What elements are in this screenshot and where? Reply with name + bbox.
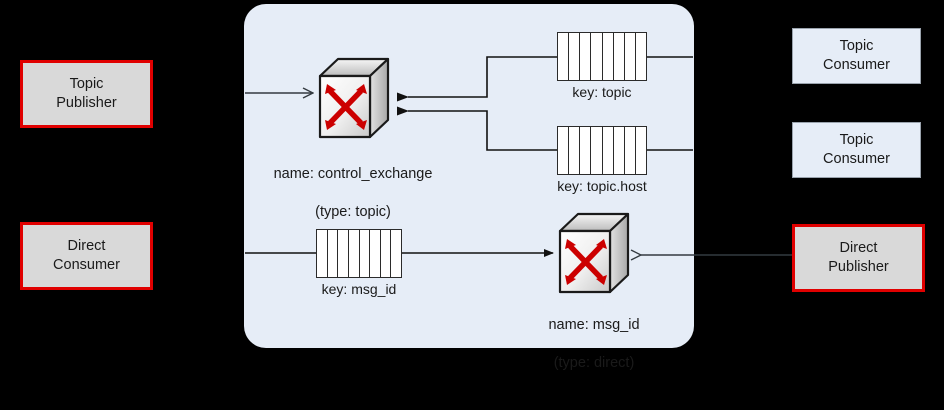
queue-cell [591,127,603,174]
exchange-control-name-label: name: control_exchange (type: topic) [250,146,456,240]
queue-cell [558,127,570,174]
queue-msg-id[interactable] [316,229,402,278]
queue-cell [349,230,360,277]
exchange-msg-id-name: name: msg_id [548,316,640,333]
queue-cell [569,127,581,174]
queue-cell [328,230,339,277]
queue-cell [580,127,592,174]
topic-consumer-box-2[interactable]: Topic Consumer [792,122,921,178]
queue-cell [569,33,581,80]
direct-publisher-box[interactable]: Direct Publisher [792,224,925,292]
queue-cell [370,230,381,277]
queue-cell [381,230,392,277]
queue-cell [591,33,603,80]
queue-cell [317,230,328,277]
queue-cell [603,127,614,174]
queue-topic-host[interactable] [557,126,647,175]
queue-cell [614,33,625,80]
queue-cell [603,33,614,80]
queue-topic-label: key: topic [572,84,632,100]
topic-publisher-box[interactable]: Topic Publisher [20,60,153,128]
queue-cell [360,230,371,277]
queue-cell [636,127,646,174]
queue-msg-id-label: key: msg_id [321,281,397,297]
exchange-msg-id-icon[interactable] [556,212,632,296]
exchange-control-name: name: control_exchange [273,165,433,182]
exchange-msg-id-type: (type: direct) [553,354,635,371]
queue-cell [580,33,592,80]
exchange-control-icon[interactable] [316,57,392,141]
queue-topic[interactable] [557,32,647,81]
direct-consumer-box[interactable]: Direct Consumer [20,222,153,290]
exchange-msg-id-name-label: name: msg_id (type: direct) [520,297,668,391]
queue-cell [558,33,570,80]
topic-consumer-box-1[interactable]: Topic Consumer [792,28,921,84]
queue-cell [625,127,636,174]
queue-topic-host-label: key: topic.host [557,178,647,194]
queue-cell [614,127,625,174]
queue-cell [338,230,349,277]
exchange-control-type: (type: topic) [315,203,391,220]
queue-cell [636,33,646,80]
queue-cell [625,33,636,80]
